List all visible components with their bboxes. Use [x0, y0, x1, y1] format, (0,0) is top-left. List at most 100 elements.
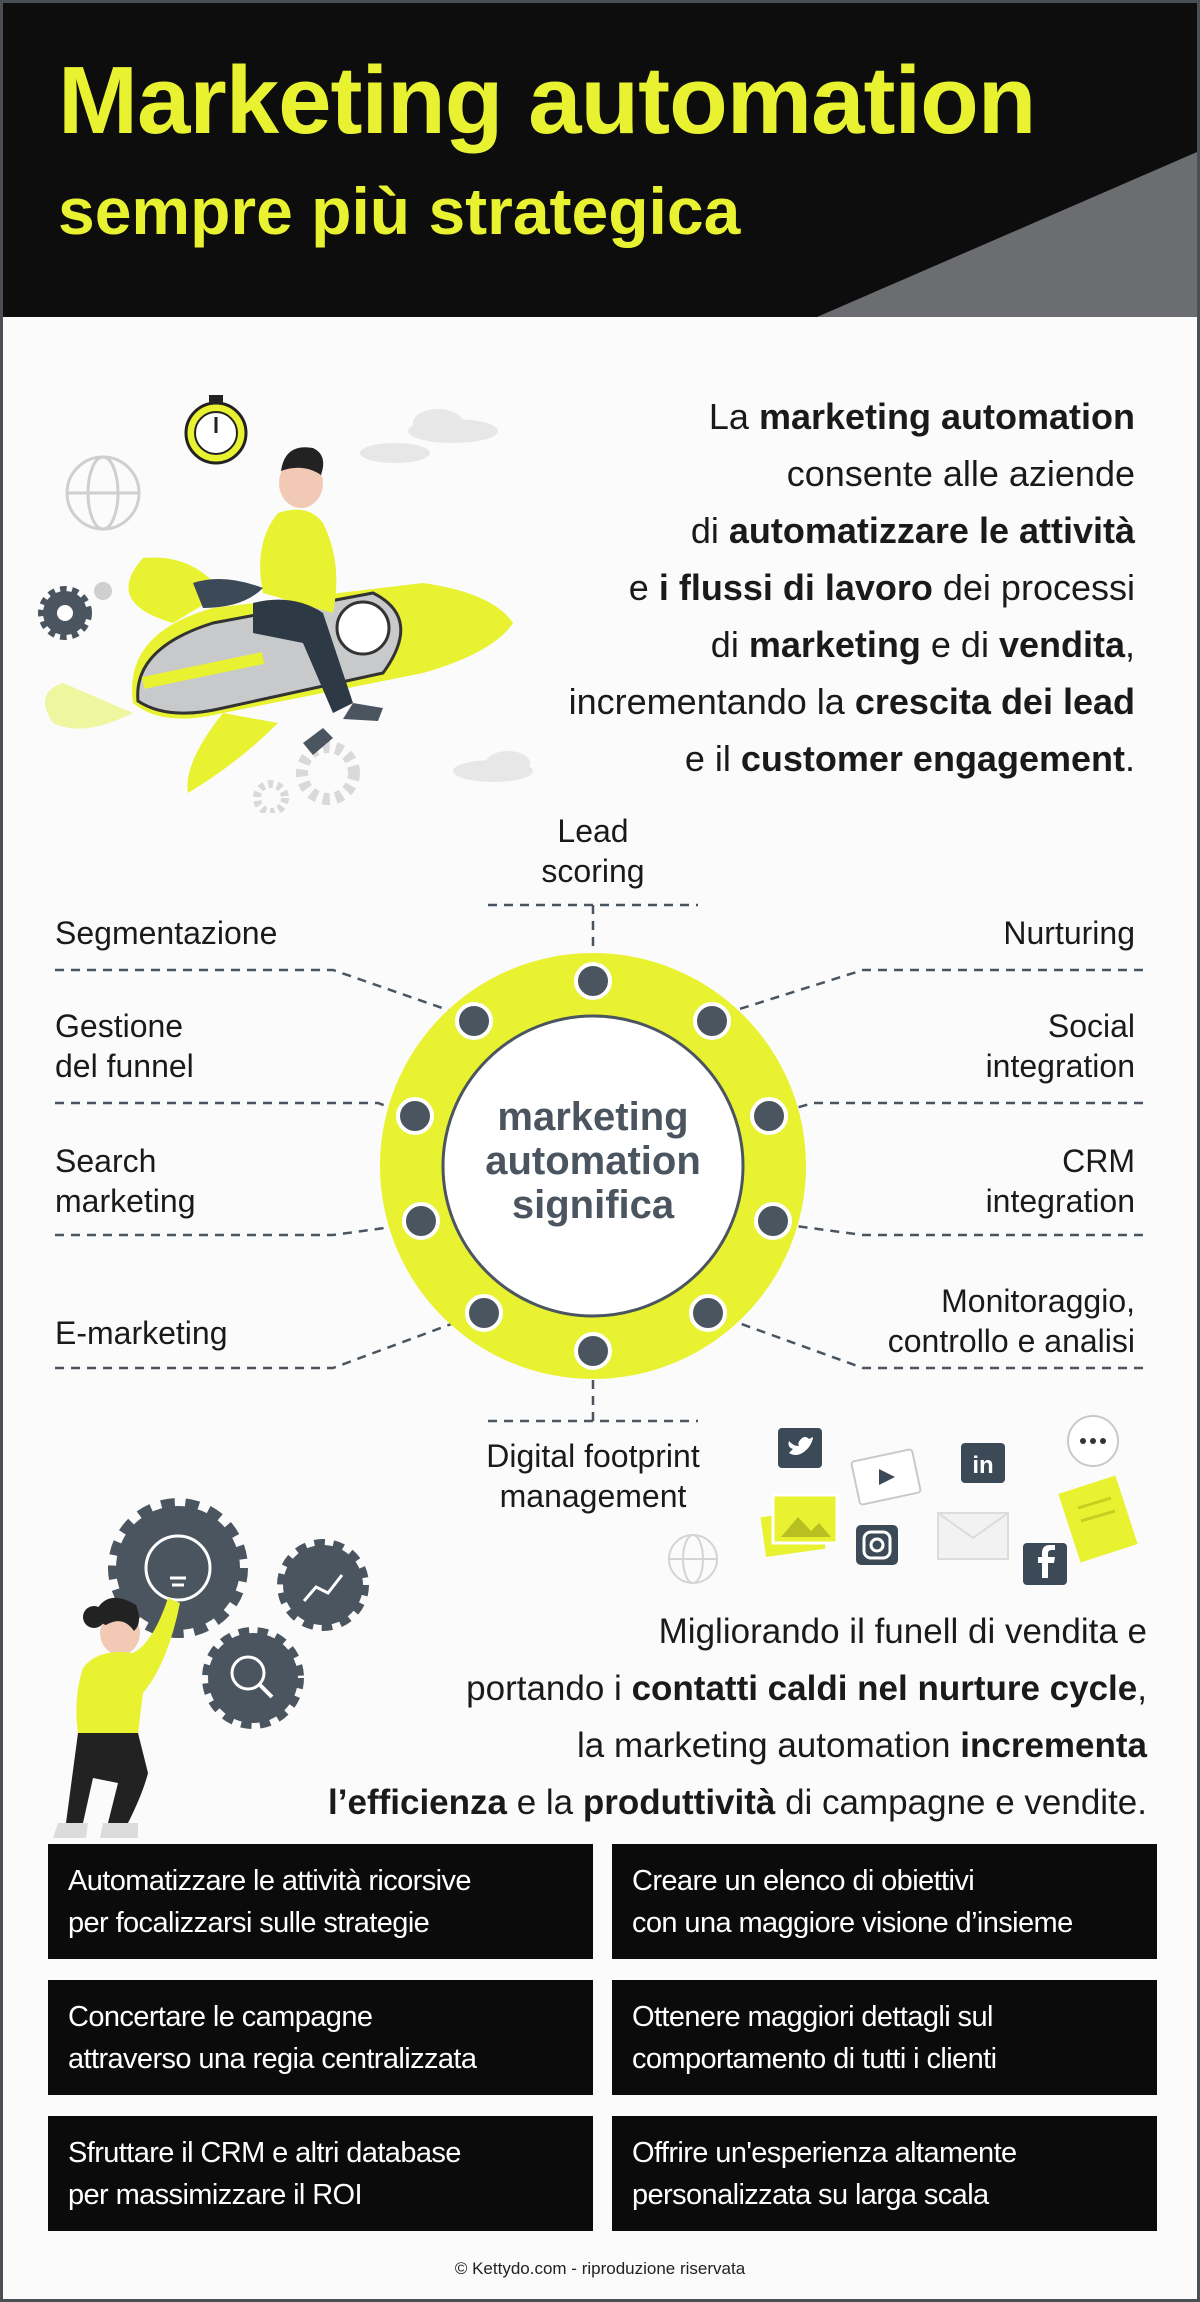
- gears-woman-illustration: [38, 1493, 378, 1843]
- bold-text: vendita: [998, 624, 1125, 665]
- label-emarketing: E-marketing: [55, 1315, 228, 1351]
- text-segment: la marketing automation: [576, 1726, 961, 1765]
- mail-icon: [937, 1512, 1009, 1560]
- connector-monitoraggio: [710, 1311, 1143, 1370]
- intro-line: consente alle aziende: [435, 445, 1135, 502]
- globe-icon: [65, 455, 141, 531]
- wheel-dots: [396, 962, 792, 1370]
- text-segment: consente alle aziende: [786, 453, 1135, 494]
- stopwatch-icon: [184, 395, 248, 465]
- text-segment: e: [628, 567, 659, 608]
- chat-icon: [1067, 1415, 1119, 1467]
- small-globe-decoration: [665, 1531, 721, 1587]
- copyright-footer: © Kettydo.com - riproduzione riservata: [454, 2259, 746, 2278]
- connector-crm: [772, 1221, 1143, 1237]
- intro-line: incrementando la crescita dei lead: [435, 673, 1135, 730]
- wheel-center-line: marketing: [497, 1095, 689, 1139]
- text-segment: .: [1124, 738, 1135, 779]
- linkedin-icon: in: [961, 1443, 1005, 1483]
- connector-emarketing: [55, 1311, 482, 1370]
- connector-lines: [55, 903, 1143, 1423]
- wheel-center: [441, 1014, 745, 1318]
- document-icon: [1058, 1475, 1138, 1563]
- image-icon: [760, 1493, 839, 1557]
- efficiency-line: l’efficienza e la produttività di campag…: [247, 1774, 1147, 1831]
- lightbulb-icon: [108, 1498, 248, 1638]
- magnifier-icon: [202, 1627, 304, 1729]
- facebook-icon: [1023, 1543, 1067, 1585]
- connector-nurturing: [710, 968, 1143, 1020]
- play-icon: [850, 1448, 922, 1506]
- svg-text:in: in: [972, 1452, 993, 1479]
- label-segmentazione: Segmentazione: [55, 915, 278, 951]
- bold-text: produttività: [582, 1783, 776, 1822]
- text-segment: e la: [506, 1783, 583, 1822]
- page-subtitle: sempre più strategica: [58, 174, 741, 248]
- connector-search: [55, 1221, 422, 1237]
- efficiency-line: portando i contatti caldi nel nurture cy…: [247, 1660, 1147, 1717]
- bold-text: contatti caldi nel nurture cycle: [631, 1669, 1138, 1708]
- gear-icon: [38, 582, 360, 813]
- text-segment: Migliorando il funell di vendita e: [658, 1612, 1147, 1651]
- label-nurturing: Nurturing: [1003, 915, 1135, 951]
- intro-line: di automatizzare le attività: [435, 502, 1135, 559]
- social-icons-cluster: in: [743, 1413, 1163, 1603]
- bold-text: customer engagement: [740, 738, 1125, 779]
- text-segment: e il: [684, 738, 741, 779]
- bold-text: crescita dei lead: [854, 681, 1135, 722]
- wheel-center-line: automation: [485, 1139, 701, 1183]
- text-segment: ,: [1137, 1669, 1147, 1708]
- intro-paragraph: La marketing automation consente alle azi…: [435, 388, 1135, 787]
- intro-line: di marketing e di vendita,: [435, 616, 1135, 673]
- intro-line: La marketing automation: [435, 388, 1135, 445]
- bold-text: incrementa: [960, 1726, 1147, 1765]
- bold-text: i flussi di lavoro: [658, 567, 933, 608]
- header-banner: Marketing automation sempre più strategi…: [3, 3, 1197, 317]
- page-title: Marketing automation: [58, 47, 1036, 154]
- text-segment: portando i: [466, 1669, 632, 1708]
- instagram-icon: [856, 1525, 898, 1565]
- bold-text: marketing: [748, 624, 921, 665]
- text-segment: La: [708, 396, 759, 437]
- text-segment: e di: [920, 624, 999, 665]
- text-segment: di: [710, 624, 749, 665]
- connector-segmentazione: [55, 968, 472, 1020]
- bold-text: l’efficienza: [328, 1783, 507, 1822]
- text-segment: di: [690, 510, 729, 551]
- text-segment: incrementando la: [568, 681, 855, 722]
- header-slant-decoration: [817, 152, 1197, 317]
- rocket-illustration: [23, 383, 543, 813]
- text-segment: dei processi: [932, 567, 1135, 608]
- globe-icon: [668, 1534, 718, 1584]
- efficiency-line: Migliorando il funell di vendita e: [247, 1603, 1147, 1660]
- wheel-center-line: significa: [511, 1183, 675, 1227]
- label-monitoraggio: Monitoraggio,controllo e analisi: [887, 1283, 1135, 1359]
- bold-text: automatizzare le attività: [728, 510, 1135, 551]
- efficiency-paragraph: Migliorando il funell di vendita e portan…: [247, 1603, 1147, 1831]
- cloud-icon: [360, 409, 533, 782]
- automation-wheel-diagram: [3, 803, 1197, 1443]
- connector-funnel: [55, 1101, 414, 1118]
- efficiency-line: la marketing automation incrementa: [247, 1717, 1147, 1774]
- text-segment: ,: [1124, 624, 1135, 665]
- intro-line: e il customer engagement.: [435, 730, 1135, 787]
- connector-social: [767, 1101, 1143, 1118]
- text-segment: di campagne e vendite.: [775, 1783, 1147, 1822]
- twitter-icon: [778, 1428, 822, 1468]
- chart-icon: [277, 1539, 369, 1631]
- intro-line: e i flussi di lavoro dei processi: [435, 559, 1135, 616]
